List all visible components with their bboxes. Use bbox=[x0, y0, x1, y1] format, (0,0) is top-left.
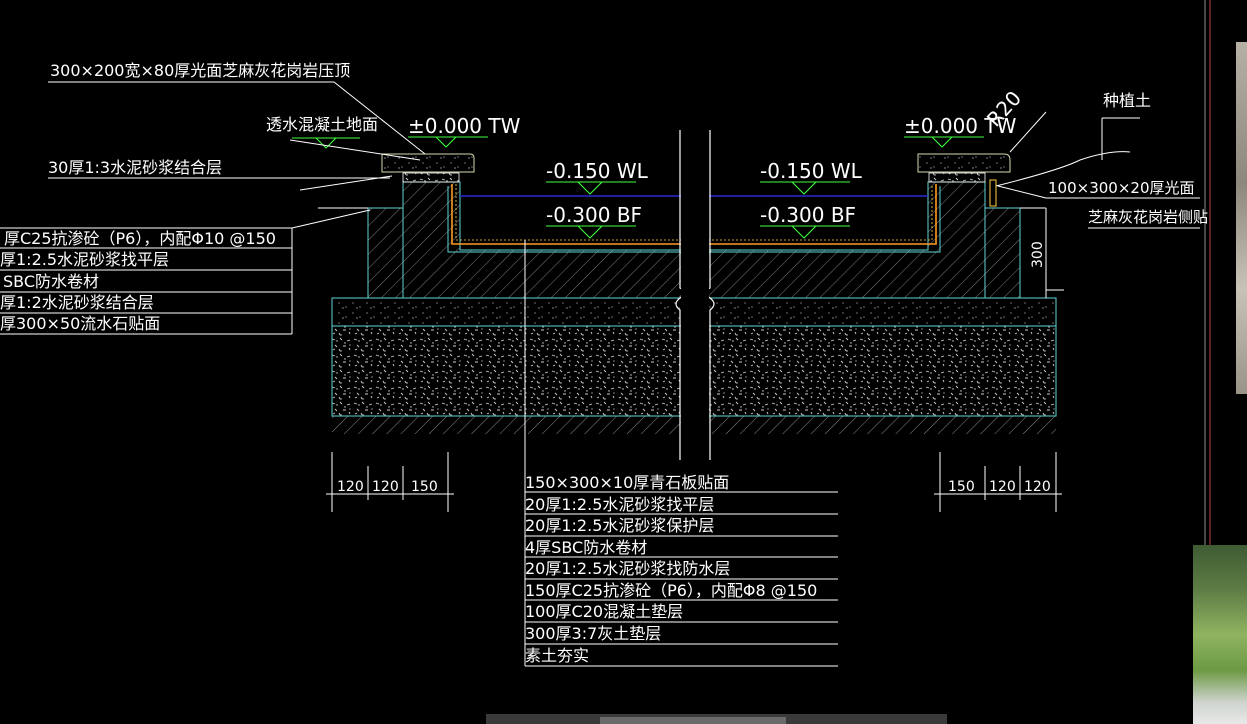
left-layer-table bbox=[0, 209, 371, 335]
bottom-layer-7: 300厚3:7灰土垫层 bbox=[525, 624, 661, 643]
cladding-label-line2: 芝麻灰花岗岩侧贴 bbox=[1088, 208, 1208, 226]
dimension-lines bbox=[326, 452, 1062, 512]
dim-left-2: 150 bbox=[411, 479, 438, 495]
elevation-wl-left: -0.150 WL bbox=[546, 159, 649, 183]
coping-label: 300×200宽×80厚光面芝麻灰花岗岩压顶 bbox=[50, 61, 350, 80]
elevation-bf-right: -0.300 BF bbox=[760, 203, 856, 227]
elevation-tw-left: ±0.000 TW bbox=[408, 114, 521, 138]
dim-right-1: 120 bbox=[989, 479, 1016, 495]
planting-soil-label: 种植土 bbox=[1103, 91, 1151, 110]
left-layer-1: 厚1:2.5水泥砂浆找平层 bbox=[0, 250, 169, 269]
elevation-bf-left: -0.300 BF bbox=[546, 203, 642, 227]
mortar-bed-label: 30厚1:3水泥砂浆结合层 bbox=[48, 158, 222, 177]
right-side-cladding bbox=[989, 179, 997, 207]
bottom-layer-3: 4厚SBC防水卷材 bbox=[525, 538, 647, 557]
pervious-concrete-label: 透水混凝土地面 bbox=[266, 115, 378, 134]
left-layer-2: SBC防水卷材 bbox=[3, 272, 99, 291]
dim-right-2: 120 bbox=[1024, 479, 1051, 495]
dim-300-label: 300 bbox=[1030, 241, 1046, 268]
scrollbar-thumb[interactable] bbox=[600, 717, 786, 724]
reference-photo-top bbox=[1236, 42, 1247, 394]
bottom-layer-8: 素土夯实 bbox=[525, 646, 589, 665]
left-layer-0: 厚C25抗渗砼（P6），内配Φ10 @150 bbox=[4, 229, 276, 248]
dim-left-0: 120 bbox=[337, 479, 364, 495]
dim-right-0: 150 bbox=[948, 479, 975, 495]
bottom-layer-4: 20厚1:2.5水泥砂浆找防水层 bbox=[525, 559, 730, 578]
leader-lines bbox=[48, 81, 1200, 476]
dim-left-1: 120 bbox=[372, 479, 399, 495]
right-mortar-bed bbox=[928, 172, 986, 183]
left-layer-4: 厚300×50流水石贴面 bbox=[0, 314, 160, 333]
left-coping-stone bbox=[381, 153, 475, 173]
bottom-layer-0: 150×300×10厚青石板贴面 bbox=[525, 473, 729, 492]
left-mortar-bed bbox=[402, 172, 460, 183]
elevation-wl-right: -0.150 WL bbox=[760, 159, 863, 183]
left-layer-3: 厚1:2水泥砂浆结合层 bbox=[0, 293, 154, 312]
elevation-markers bbox=[292, 136, 984, 239]
break-gap bbox=[681, 130, 709, 460]
bottom-layer-5: 150厚C25抗渗砼（P6），内配Φ8 @150 bbox=[525, 581, 817, 600]
bottom-layer-1: 20厚1:2.5水泥砂浆找平层 bbox=[525, 495, 714, 514]
right-coping-stone bbox=[917, 153, 1011, 173]
bottom-layer-table bbox=[524, 476, 838, 667]
bottom-layer-2: 20厚1:2.5水泥砂浆保护层 bbox=[525, 516, 714, 535]
reference-photo-bottom bbox=[1193, 545, 1247, 724]
bottom-layer-6: 100厚C20混凝土垫层 bbox=[525, 602, 683, 621]
cladding-label-line1: 100×300×20厚光面 bbox=[1048, 179, 1195, 197]
elevation-tw-right: ±0.000 TW bbox=[904, 114, 1017, 138]
